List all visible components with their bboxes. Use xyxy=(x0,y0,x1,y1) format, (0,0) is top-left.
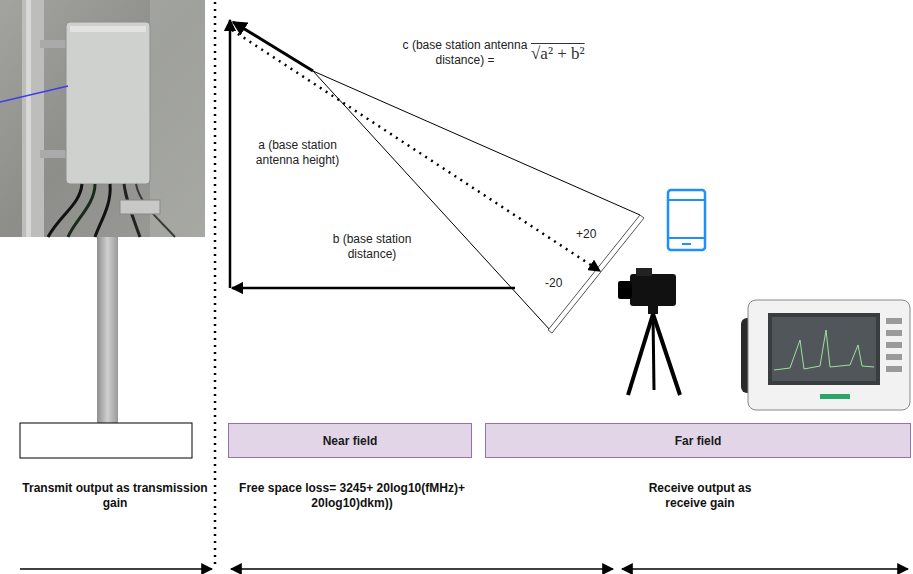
angle-label: -20 xyxy=(545,276,562,291)
phone-icon xyxy=(668,190,705,250)
boresight-line xyxy=(232,30,600,271)
beam-line xyxy=(313,71,640,215)
span-arrow xyxy=(231,568,613,570)
field-band: Far field xyxy=(485,423,911,458)
span-arrow xyxy=(622,568,908,570)
height-label: a (base station antenna height) xyxy=(245,138,350,168)
section-note: Transmit output as transmission gain xyxy=(20,481,210,511)
span-arrow xyxy=(20,568,212,570)
antenna-arrow xyxy=(233,22,313,71)
band-label: Far field xyxy=(675,434,722,448)
distance-arrow xyxy=(232,287,515,290)
beam-bar xyxy=(548,215,644,333)
distance-label: b (base station distance) xyxy=(322,232,422,262)
spectrum-analyzer xyxy=(741,300,910,410)
divider xyxy=(214,2,217,568)
band-label: Near field xyxy=(323,434,378,448)
formula: √a² + b² xyxy=(531,46,585,61)
pole xyxy=(97,237,118,423)
beam-line xyxy=(313,71,550,330)
base-station-photo xyxy=(0,0,205,237)
field-band: Near field xyxy=(228,423,472,458)
angle-label: +20 xyxy=(576,227,596,242)
height-arrow xyxy=(229,20,232,288)
section-note: Free space loss= 3245+ 20log10(fMHz)+ 20… xyxy=(236,481,468,511)
camera-tripod xyxy=(618,268,680,395)
section-note: Receive output as receive gain xyxy=(630,481,770,511)
pole-base xyxy=(20,423,192,458)
distance-label: c (base station antenna distance) = xyxy=(400,38,530,68)
